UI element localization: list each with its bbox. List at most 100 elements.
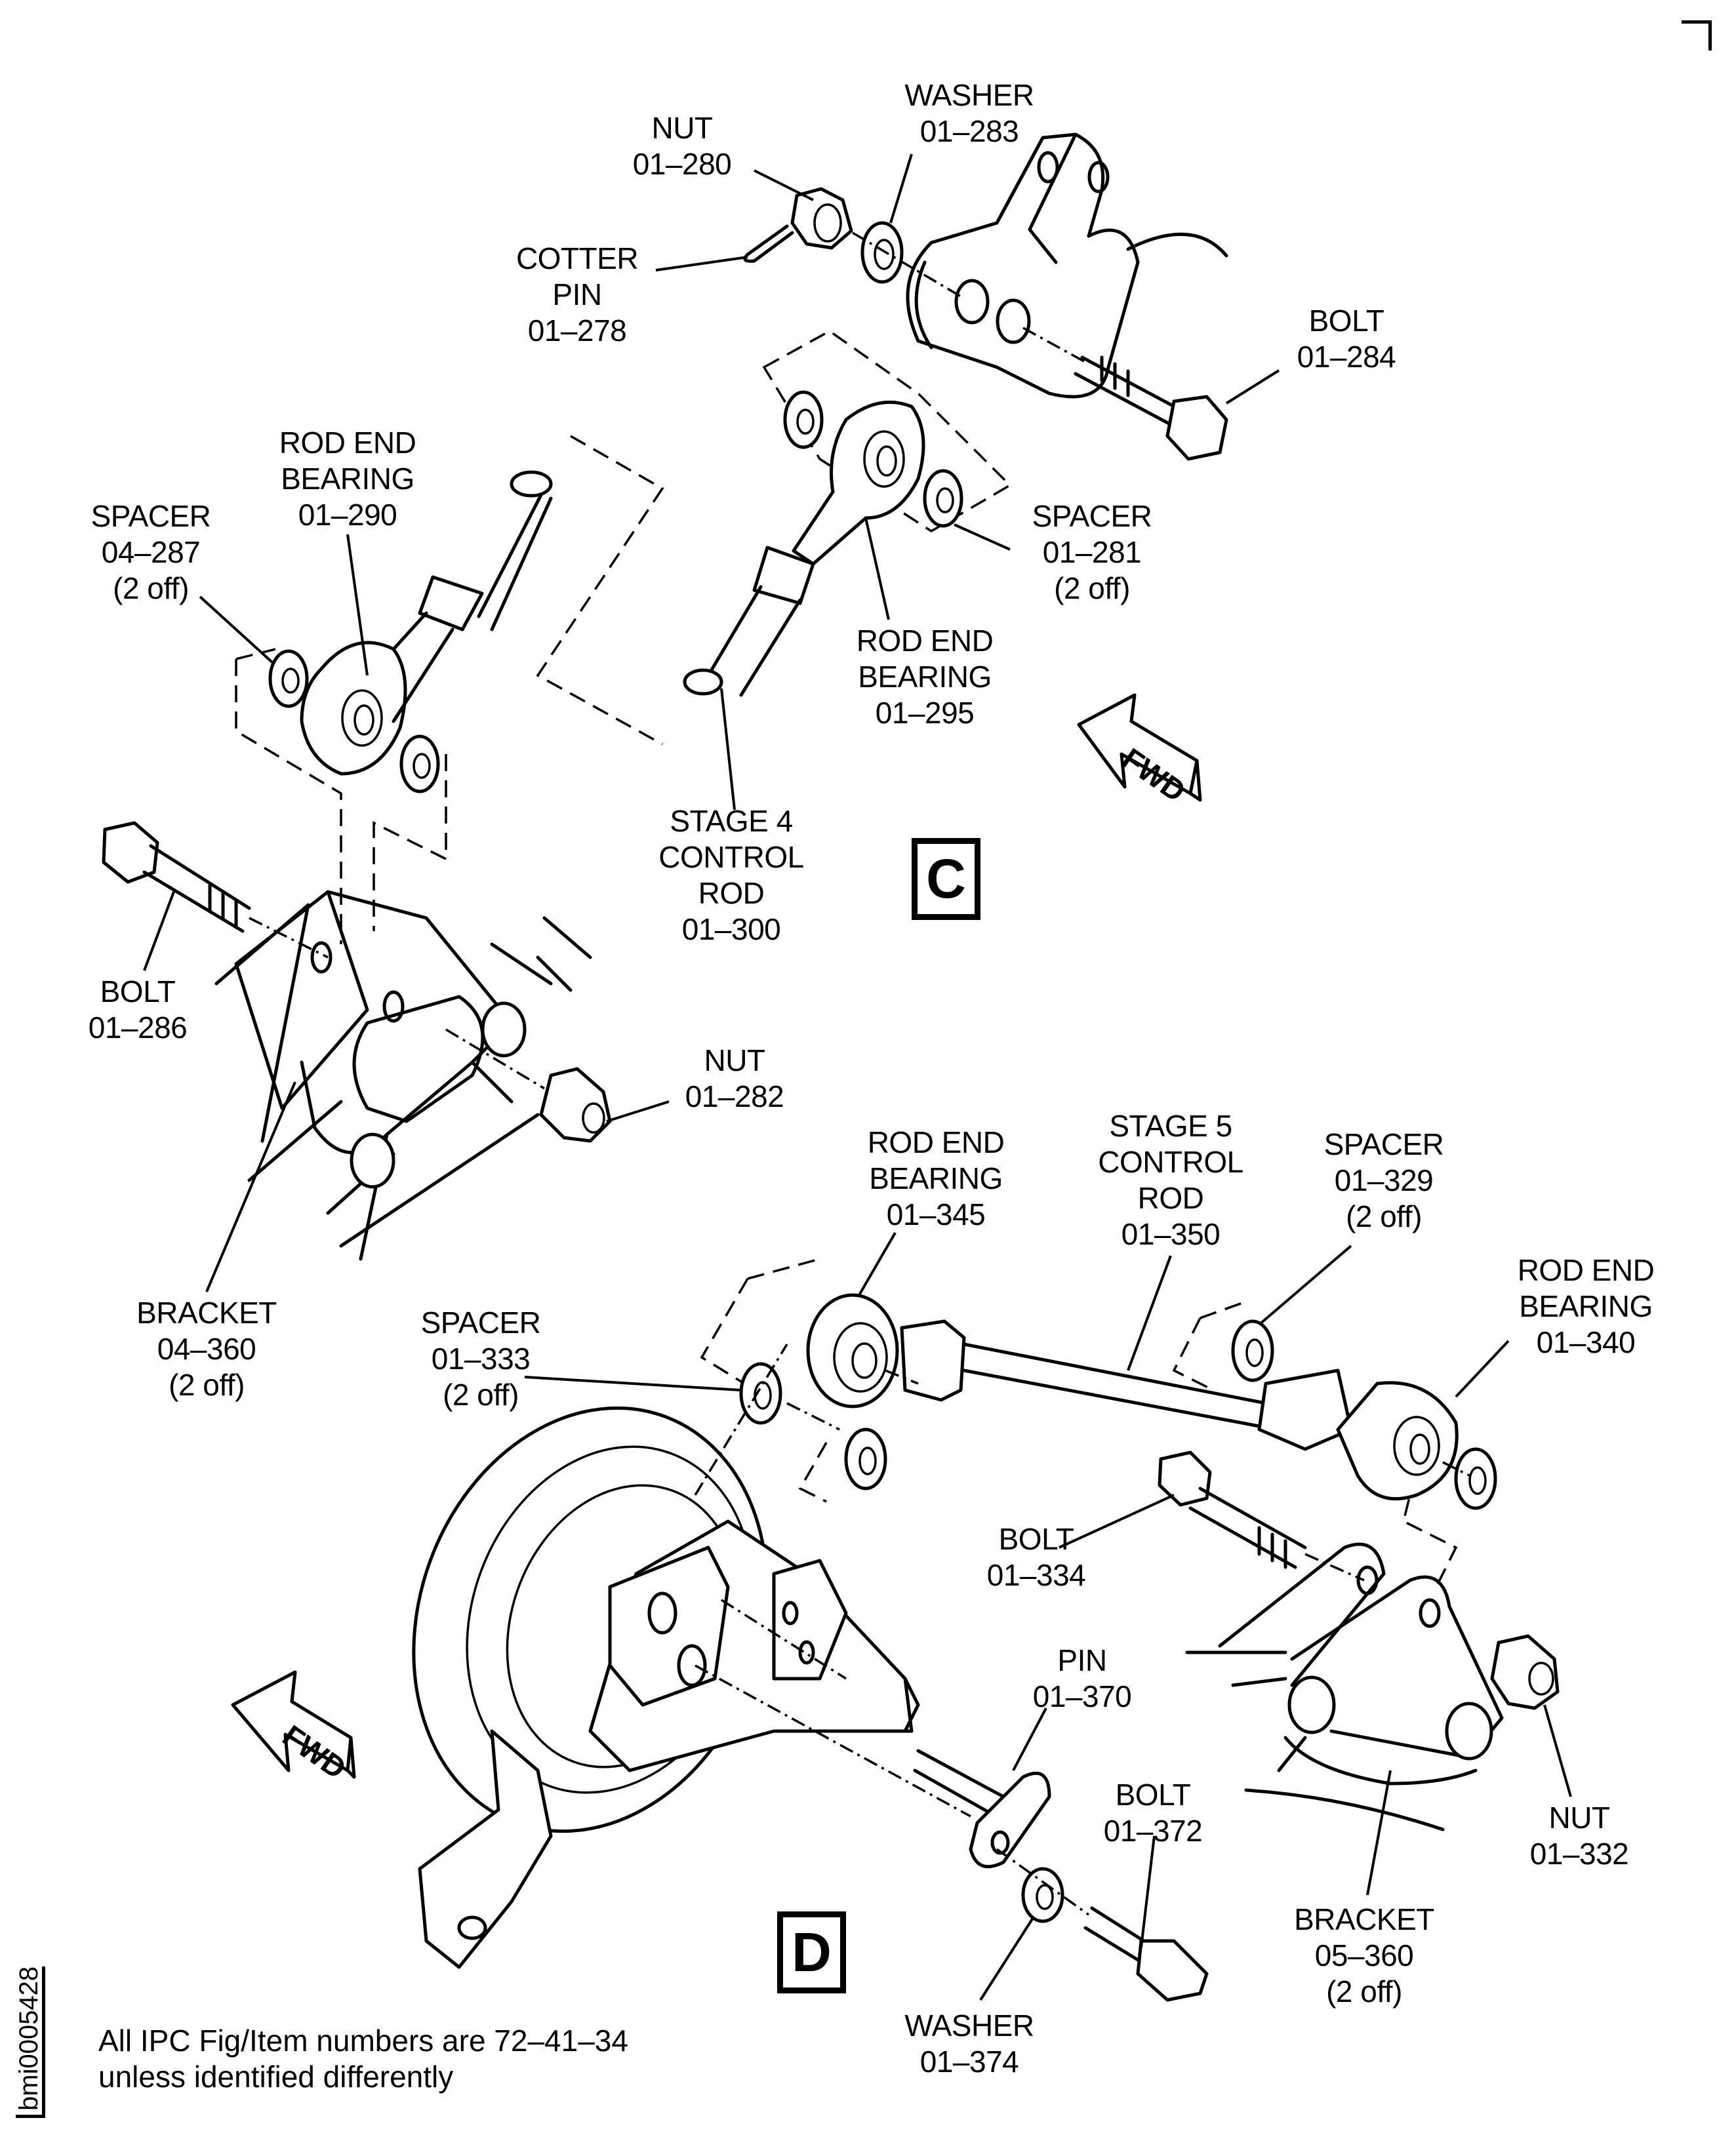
ipc-reference-note: All IPC Fig/Item numbers are 72–41–34 un… (98, 2023, 628, 2095)
callout-name-line-2: CONTROL (658, 840, 804, 874)
callout-item-number: 01–345 (886, 1197, 986, 1231)
callout-bolt-01-284: BOLT 01–284 (1297, 303, 1396, 375)
assembly-outline-c-lower (235, 648, 447, 944)
callout-nut-01-280: NUT 01–280 (633, 110, 732, 182)
callout-item-number: 01–340 (1536, 1325, 1636, 1359)
callout-name: SPACER (1323, 1127, 1444, 1161)
spacer-01-329-drawing (1231, 1319, 1497, 1510)
callout-item-number: 01–370 (1032, 1679, 1132, 1713)
callout-name-line-2: BEARING (869, 1161, 1003, 1195)
clevis-support-bracket (906, 132, 1228, 399)
callout-name: STAGE 4 (670, 804, 793, 838)
callout-item-number: 01–333 (431, 1342, 531, 1376)
bracket-04-360-drawing (214, 890, 592, 1261)
callout-item-number: 01–290 (298, 498, 397, 532)
callout-name: ROD END (279, 426, 416, 460)
callout-item-number: 05–360 (1314, 1938, 1414, 1972)
callout-quantity: (2 off) (1326, 1974, 1402, 2008)
callout-quantity: (2 off) (113, 571, 189, 605)
callout-name: BOLT (1115, 1778, 1191, 1812)
callout-item-number: 01–280 (632, 147, 732, 181)
callout-quantity: (2 off) (443, 1378, 519, 1412)
view-letter: C (926, 848, 966, 909)
figure-reference-id: bmi0005428 (14, 1966, 45, 2118)
rod-end-bearing-01-345-drawing (806, 1293, 966, 1408)
callout-bolt-01-286: BOLT 01–286 (89, 974, 188, 1046)
stage-4-control-rod-upper-drawing (683, 546, 815, 697)
view-label-c: C (912, 838, 980, 920)
callout-item-number: 01–350 (1121, 1217, 1221, 1251)
callout-name: WASHER (904, 2008, 1034, 2043)
bolt-01-284-drawing (1074, 355, 1228, 461)
callout-name: BOLT (1308, 304, 1384, 338)
fwd-arrow-c-icon: FWD (1077, 693, 1202, 809)
callout-name: SPACER (420, 1306, 541, 1340)
callout-name-line-3: ROD (1137, 1181, 1204, 1215)
callout-item-number: 01–284 (1297, 340, 1396, 374)
stage-5-control-rod-drawing (962, 1342, 1353, 1451)
callout-item-number: 01–282 (685, 1079, 784, 1113)
callout-name: BRACKET (1294, 1902, 1434, 1936)
callout-name: SPACER (91, 499, 211, 533)
cotter-pin-drawing (743, 224, 794, 263)
callout-spacer-04-287: SPACER 04–287 (2 off) (91, 498, 211, 607)
callout-bracket-05-360: BRACKET 05–360 (2 off) (1294, 1902, 1434, 2010)
callout-spacer-01-281: SPACER 01–281 (2 off) (1032, 498, 1152, 607)
washer-01-374-drawing (1021, 1867, 1064, 1923)
rod-end-bearing-01-340-drawing (1336, 1381, 1459, 1501)
bolt-01-334-drawing (1158, 1450, 1307, 1569)
callout-name: NUT (651, 111, 713, 145)
callout-item-number: 01–372 (1103, 1814, 1203, 1848)
callout-stage-4-control-rod-01-300: STAGE 4 CONTROL ROD 01–300 (658, 803, 804, 948)
callout-name-line-2: BEARING (281, 462, 414, 496)
nut-01-282-drawing (539, 1067, 612, 1143)
spacer-01-333-drawing (739, 1362, 887, 1490)
callout-name: BOLT (998, 1522, 1074, 1556)
callout-quantity: (2 off) (1346, 1199, 1422, 1233)
callout-item-number: 01–332 (1529, 1837, 1629, 1871)
callout-name: ROD END (867, 1125, 1005, 1159)
callout-name: BRACKET (136, 1296, 277, 1330)
callout-washer-01-374: WASHER 01–374 (904, 2008, 1034, 2080)
spacer-04-287-drawing (268, 649, 440, 793)
assembly-outline-c-rod (536, 435, 664, 746)
callout-name: WASHER (904, 78, 1034, 112)
view-letter: D (792, 1921, 832, 1983)
callout-name-line-2: CONTROL (1098, 1145, 1243, 1179)
callout-item-number: 01–295 (875, 696, 975, 730)
callout-bracket-04-360: BRACKET 04–360 (2 off) (136, 1295, 277, 1403)
callout-name-line-2: BEARING (1519, 1289, 1653, 1323)
callout-rod-end-bearing-01-295: ROD END BEARING 01–295 (857, 623, 994, 731)
callout-pin-01-370: PIN 01–370 (1033, 1643, 1132, 1715)
spacer-01-281-drawing (783, 390, 963, 528)
assembly-outline-c-upper (762, 329, 1012, 533)
callout-name: ROD END (1517, 1253, 1655, 1287)
note-line-2: unless identified differently (98, 2060, 454, 2094)
rod-end-bearing-01-290-drawing (300, 470, 553, 776)
corner-crop-mark (1682, 20, 1712, 50)
callout-rod-end-bearing-01-340: ROD END BEARING 01–340 (1518, 1252, 1655, 1361)
callout-item-number: 04–287 (101, 535, 201, 569)
callout-name: STAGE 5 (1109, 1109, 1232, 1143)
callout-bolt-01-334: BOLT 01–334 (987, 1521, 1086, 1593)
callout-name: NUT (1548, 1801, 1610, 1835)
callout-name: BOLT (100, 974, 176, 1009)
callout-cotter-pin-01-278: COTTER PIN 01–278 (516, 241, 639, 349)
assembly-outline-d-left (700, 1258, 828, 1503)
callout-rod-end-bearing-01-290: ROD END BEARING 01–290 (279, 425, 416, 533)
callout-name-line-3: ROD (698, 876, 765, 910)
callout-rod-end-bearing-01-345: ROD END BEARING 01–345 (868, 1125, 1005, 1233)
callout-item-number: 01–278 (527, 313, 627, 348)
bracket-05-360-drawing (1185, 1542, 1504, 1831)
callout-item-number: 01–286 (88, 1010, 188, 1045)
callout-stage-5-control-rod-01-350: STAGE 5 CONTROL ROD 01–350 (1098, 1108, 1243, 1252)
nut-01-280-drawing (790, 187, 853, 250)
bolt-01-372-drawing (1083, 1906, 1209, 2002)
callout-name-line-2: PIN (552, 277, 602, 311)
callout-name: SPACER (1032, 499, 1152, 533)
bolt-01-286-drawing (102, 821, 251, 933)
nut-01-332-drawing (1490, 1634, 1560, 1710)
callout-spacer-01-333: SPACER 01–333 (2 off) (421, 1305, 541, 1413)
support-housing-drawing (412, 1406, 920, 1969)
